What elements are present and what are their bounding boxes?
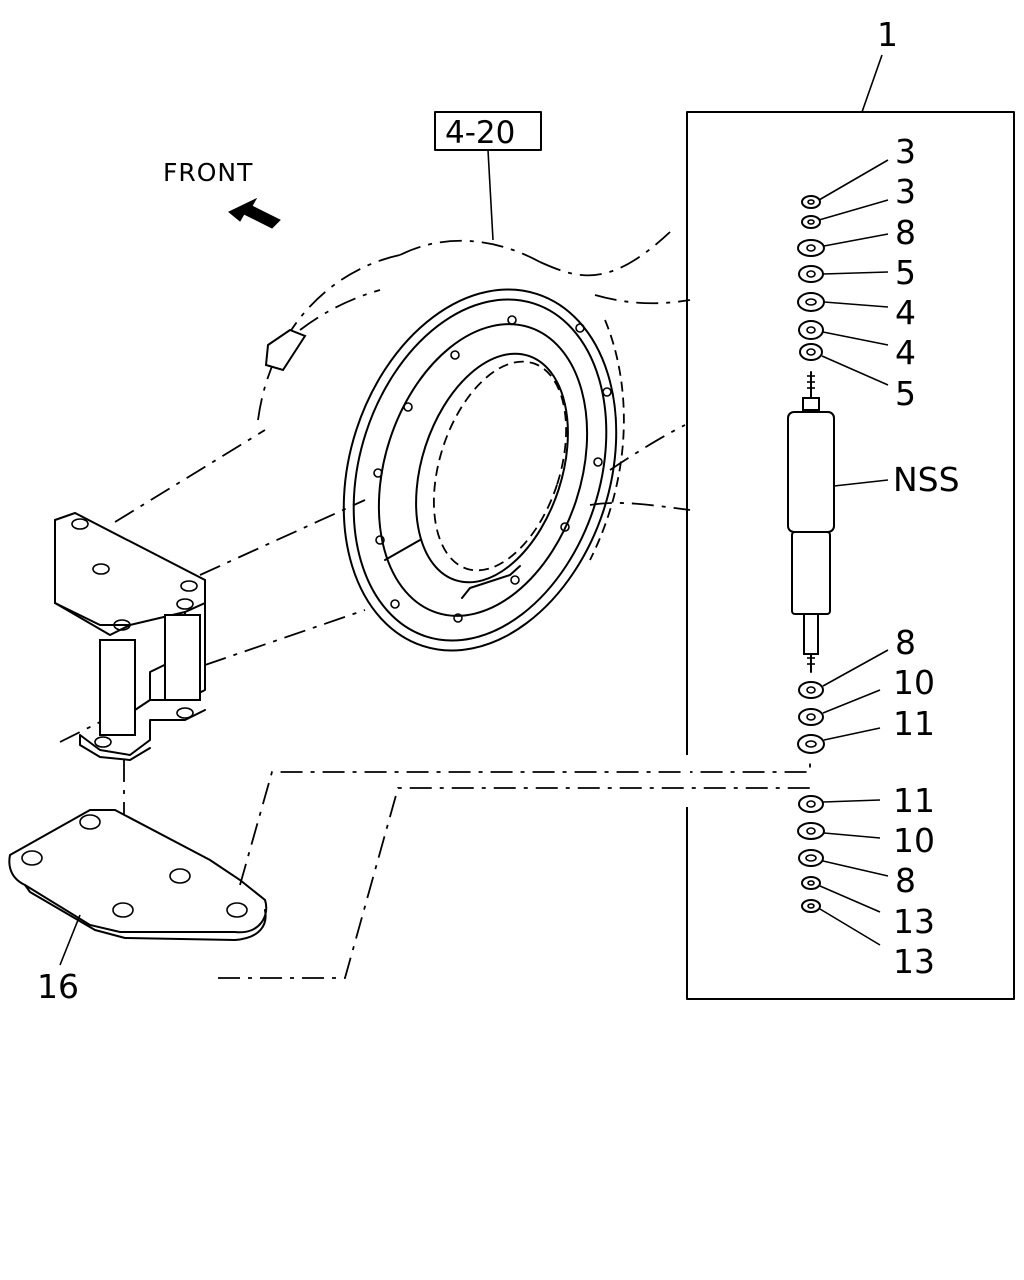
callout-label: 10 xyxy=(893,821,935,860)
callout-label: 8 xyxy=(895,623,916,662)
hardware-stack xyxy=(797,195,825,913)
callout-label: 3 xyxy=(895,172,916,211)
reference-box: 4-20 xyxy=(434,111,542,241)
callout-label: 3 xyxy=(895,132,916,171)
mounting-block xyxy=(54,511,206,900)
callout-leaders xyxy=(818,159,889,946)
callout-label: NSS xyxy=(893,460,960,499)
front-label: FRONT xyxy=(163,158,253,187)
axle-housing xyxy=(59,231,691,743)
callout-label: 11 xyxy=(893,704,935,743)
callout-label: 5 xyxy=(895,253,916,292)
callout-label: 8 xyxy=(895,861,916,900)
assembly-box: 1 xyxy=(684,15,1015,1000)
callout-label: 13 xyxy=(893,942,935,981)
front-arrow-icon xyxy=(228,197,281,229)
callout-label: 5 xyxy=(895,374,916,413)
shock-absorber xyxy=(787,371,835,673)
callout-label: 4 xyxy=(895,333,916,372)
callout-label: 4 xyxy=(895,293,916,332)
callout-label: 10 xyxy=(893,663,935,702)
reference-box-label: 4-20 xyxy=(445,115,515,151)
callout-label: 8 xyxy=(895,213,916,252)
callout-label: 13 xyxy=(893,902,935,941)
bracket-number: 16 xyxy=(37,967,79,1006)
callout-label: 11 xyxy=(893,781,935,820)
assembly-number: 1 xyxy=(877,15,898,54)
bracket-part-16: 16 xyxy=(8,809,268,1006)
